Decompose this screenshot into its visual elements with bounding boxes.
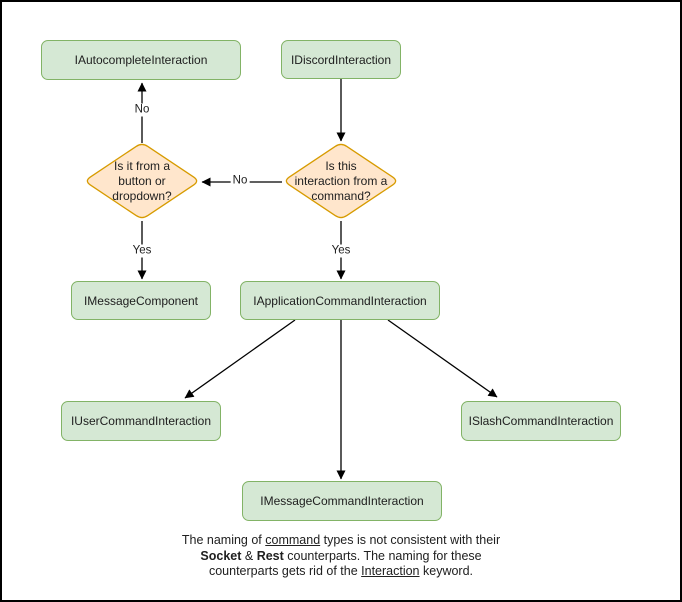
note-text-segment: counterparts. The naming for these xyxy=(283,548,482,563)
node-slash-command-interaction: ISlashCommandInteraction xyxy=(461,401,621,441)
node-discord-interaction: IDiscordInteraction xyxy=(281,40,401,79)
note-line-2: Socket & Rest counterparts. The naming f… xyxy=(2,549,680,565)
note-text-segment: Socket xyxy=(200,548,242,563)
edge-label-no-up: No xyxy=(132,103,152,117)
note-text-segment: command xyxy=(265,533,321,547)
note-text-segment: Interaction xyxy=(361,564,420,578)
decision-from-command-label: Is this interaction from a command? xyxy=(294,158,388,203)
note-text-segment: keyword. xyxy=(419,564,474,578)
edge-to-slash-command xyxy=(387,319,498,398)
node-message-component: IMessageComponent xyxy=(71,281,211,320)
edge-to-user-command xyxy=(184,319,296,399)
note-text-segment: & xyxy=(241,548,257,563)
note-text-segment: Rest xyxy=(256,548,284,563)
node-user-command-interaction: IUserCommandInteraction xyxy=(61,401,221,441)
node-autocomplete-interaction: IAutocompleteInteraction xyxy=(41,40,241,80)
note: The naming of command types is not consi… xyxy=(2,533,680,580)
note-text-segment: The naming of xyxy=(181,533,266,547)
decision-button-dropdown-label: Is it from a button or dropdown? xyxy=(112,158,172,203)
decision-from-command-shape xyxy=(285,143,397,219)
edge-label-no-left: No xyxy=(230,174,250,188)
node-application-command-interaction: IApplicationCommandInteraction xyxy=(240,281,440,320)
note-text-segment: counterparts gets rid of the xyxy=(208,564,362,578)
edge-label-yes-right: Yes xyxy=(329,244,353,258)
note-text-segment: types is not consistent with their xyxy=(320,533,501,547)
note-line-3: counterparts gets rid of the Interaction… xyxy=(2,564,680,580)
node-message-command-interaction: IMessageCommandInteraction xyxy=(242,481,442,521)
edge-label-yes-left: Yes xyxy=(130,244,154,258)
decision-button-dropdown-shape xyxy=(86,143,198,219)
note-line-1: The naming of command types is not consi… xyxy=(2,533,680,549)
